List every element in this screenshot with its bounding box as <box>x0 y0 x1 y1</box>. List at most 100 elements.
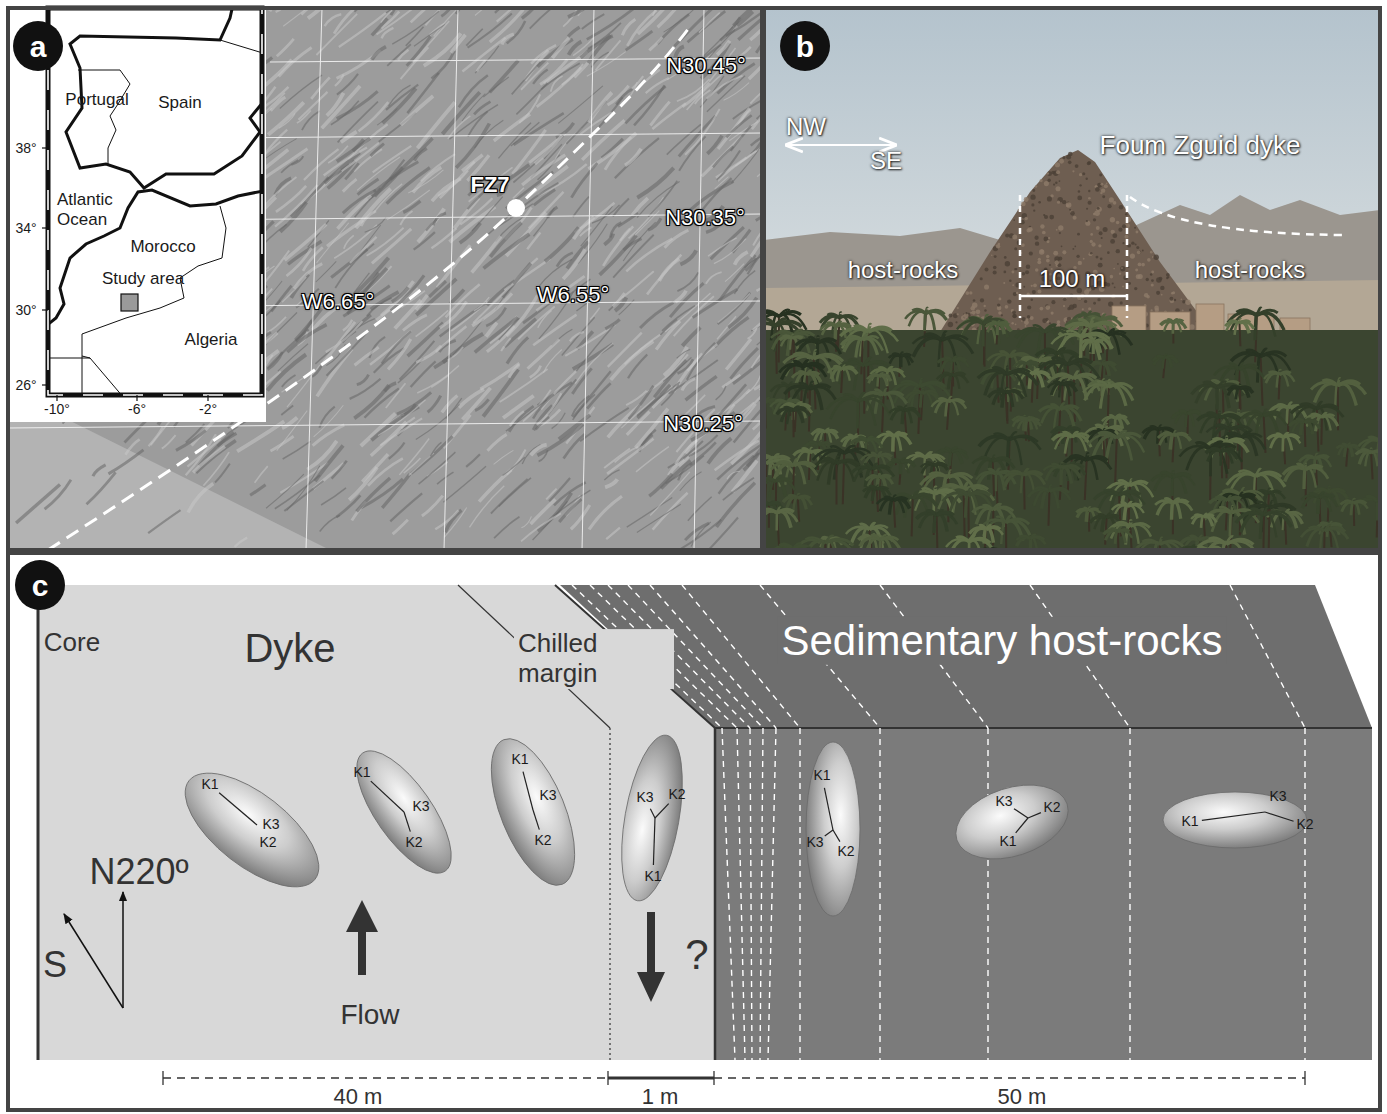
field-photo <box>764 8 1380 550</box>
relief-map <box>291 156 303 165</box>
relief-map <box>534 189 555 205</box>
relief-map <box>627 497 673 527</box>
relief-map <box>316 14 357 55</box>
field-photo <box>1111 230 1115 234</box>
field-photo <box>1076 255 1079 258</box>
field-photo <box>1093 302 1096 305</box>
field-photo <box>1070 211 1075 216</box>
field-photo <box>1110 217 1115 222</box>
relief-map <box>562 317 595 355</box>
field-photo <box>1088 201 1092 205</box>
field-photo <box>978 366 1038 423</box>
field-photo <box>1007 369 1030 374</box>
field-photo <box>1165 356 1174 358</box>
relief-map <box>570 332 584 341</box>
relief-map <box>626 239 672 272</box>
relief-map <box>559 499 581 522</box>
relief-map <box>613 198 629 216</box>
field-photo <box>1150 251 1153 254</box>
relief-map <box>431 51 454 79</box>
field-photo <box>1011 322 1013 324</box>
relief-map <box>626 391 647 405</box>
field-photo <box>1100 364 1103 377</box>
grid-line <box>694 8 704 550</box>
relief-map <box>462 155 483 171</box>
field-photo <box>1173 320 1183 322</box>
relief-map <box>466 454 480 467</box>
relief-map <box>188 484 213 513</box>
field-photo <box>836 324 850 327</box>
field-photo <box>953 373 966 376</box>
relief-map <box>611 341 654 380</box>
relief-map <box>250 485 265 496</box>
field-photo <box>1032 189 1035 192</box>
field-photo <box>1061 246 1063 248</box>
relief-map <box>324 148 367 176</box>
field-photo <box>1044 181 1049 186</box>
relief-map <box>600 235 637 274</box>
field-photo <box>1150 273 1153 276</box>
relief-map <box>716 386 726 400</box>
field-photo <box>1069 305 1074 310</box>
field-photo <box>1007 299 1011 303</box>
field-photo <box>1068 161 1072 165</box>
relief-map <box>474 120 503 148</box>
field-photo <box>1063 297 1067 301</box>
relief-map <box>576 325 614 371</box>
field-photo <box>1016 292 1018 294</box>
field-photo <box>1035 241 1039 245</box>
relief-map <box>8 8 762 550</box>
relief-map <box>604 470 619 480</box>
field-photo <box>1237 310 1257 315</box>
grid-line <box>8 8 762 550</box>
field-photo <box>772 334 793 350</box>
field-photo <box>1049 215 1054 220</box>
relief-map <box>337 74 358 95</box>
relief-map <box>665 230 689 248</box>
field-photo <box>808 337 817 342</box>
field-photo <box>1116 221 1120 225</box>
field-photo <box>1277 374 1280 388</box>
relief-map <box>266 474 304 508</box>
relief-map <box>397 392 431 414</box>
field-photo <box>1068 359 1092 364</box>
relief-map <box>307 441 336 470</box>
relief-map <box>541 371 576 409</box>
field-photo <box>1118 228 1122 232</box>
relief-map <box>335 74 344 86</box>
relief-map <box>521 513 561 541</box>
field-photo <box>957 313 959 315</box>
relief-map <box>411 361 436 387</box>
field-photo <box>1074 246 1076 248</box>
field-photo <box>1163 358 1165 378</box>
relief-map <box>531 445 547 455</box>
relief-map <box>343 320 352 331</box>
relief-map <box>436 326 467 352</box>
field-photo <box>1012 310 1016 314</box>
field-photo <box>1051 329 1112 386</box>
field-photo <box>1044 215 1048 219</box>
relief-map <box>513 188 524 199</box>
relief-map <box>411 8 441 22</box>
relief-map <box>582 14 604 29</box>
field-photo <box>1038 201 1041 204</box>
field-photo <box>953 359 969 366</box>
relief-map <box>321 488 346 505</box>
relief-map <box>723 478 754 500</box>
field-photo <box>1035 268 1039 272</box>
relief-map <box>407 73 439 113</box>
field-photo <box>957 307 959 309</box>
field-photo <box>764 311 779 317</box>
field-photo <box>1055 181 1057 183</box>
field-photo <box>1137 251 1141 255</box>
relief-map <box>332 461 347 479</box>
field-photo <box>1120 301 1123 304</box>
relief-map <box>93 465 106 476</box>
relief-map <box>738 18 762 40</box>
relief-map <box>615 138 659 178</box>
field-photo <box>1153 255 1158 260</box>
field-photo <box>1040 224 1044 228</box>
relief-map <box>693 289 738 317</box>
relief-map <box>539 450 548 461</box>
relief-map <box>475 318 518 353</box>
